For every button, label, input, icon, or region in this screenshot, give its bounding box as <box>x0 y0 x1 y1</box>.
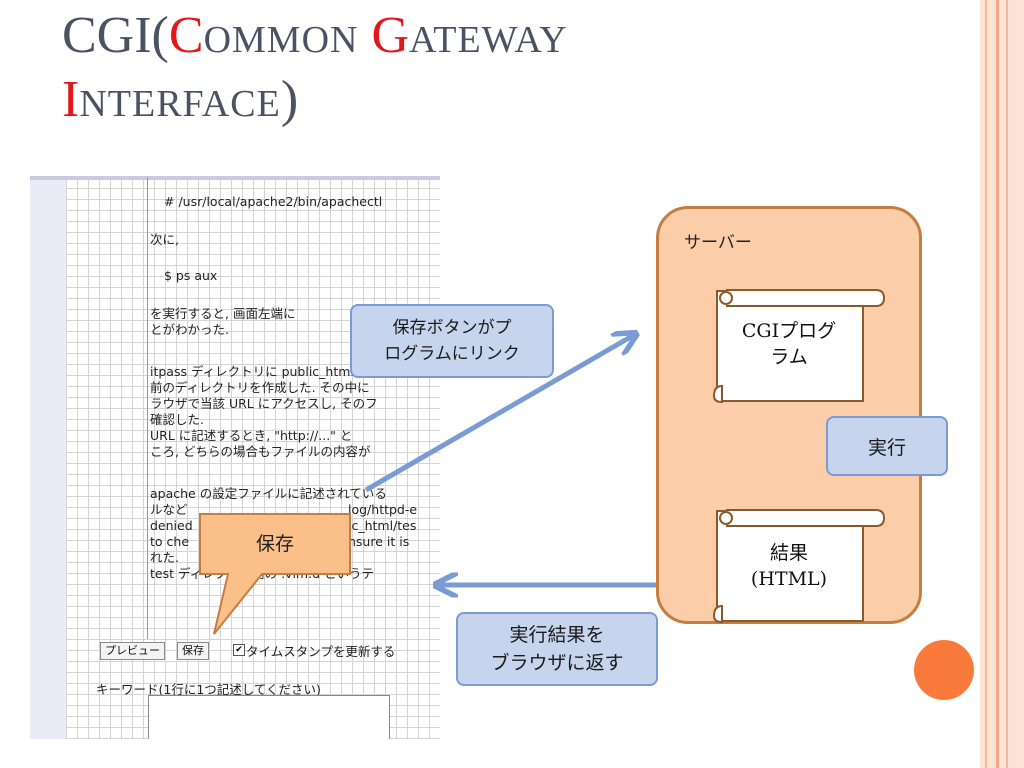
text-line: $ ps aux <box>164 268 218 283</box>
save-bubble-label: 保存 <box>255 533 294 555</box>
text-line: ラウザで当該 URL にアクセスし, そのフ <box>150 396 378 411</box>
text-line: れた. <box>150 550 179 565</box>
text-line: ic_html/tes <box>348 518 417 533</box>
result-label: 結果 (HTML) <box>750 542 828 590</box>
timestamp-label: タイムスタンプを更新する <box>246 644 396 659</box>
right-stripe-line <box>1006 0 1008 768</box>
wiki-editor-screenshot: # /usr/local/apache2/bin/apachectl 次に, $… <box>30 176 440 739</box>
return-result-callout: 実行結果を ブラウザに返す <box>456 612 658 686</box>
editor-divider <box>147 177 148 639</box>
text-line: nsure it is <box>348 534 410 549</box>
result-scroll <box>716 510 864 622</box>
server-label: サーバー <box>684 233 752 253</box>
text-line: ころ, どちらの場合もファイルの内容が <box>150 444 371 459</box>
timestamp-checkbox[interactable]: ✔ <box>233 644 245 656</box>
editor-left-band <box>30 177 66 739</box>
scroll-curl-icon <box>713 509 886 624</box>
text-line: ルなど <box>150 502 188 517</box>
text-line: log/httpd-e <box>348 502 418 517</box>
save-speech-bubble <box>199 513 351 635</box>
page-title: CGI(COMMON GATEWAY INTERFACE) <box>62 7 568 128</box>
save-link-callout: 保存ボタンがプ ログラムにリンク <box>350 304 554 378</box>
cgi-program-label: CGIプログ ラム <box>741 320 837 368</box>
text-line: apache の設定ファイルに記述されている <box>150 486 387 501</box>
right-stripe-line <box>985 0 987 768</box>
preview-button[interactable]: プレビュー <box>100 642 165 660</box>
link-arrow <box>364 335 634 493</box>
text-line: とがわかった. <box>150 322 229 337</box>
right-stripe-band <box>980 0 1024 768</box>
text-line: # /usr/local/apache2/bin/apachectl <box>164 194 383 209</box>
editor-topbar <box>30 177 440 180</box>
text-line: to che <box>150 534 190 549</box>
text-line: を実行すると, 画面左端に <box>150 306 296 321</box>
keyword-textarea[interactable] <box>148 695 390 739</box>
text-line: URL に記述するとき, "http://..." と <box>150 428 353 443</box>
right-stripe-line <box>996 0 999 768</box>
decorative-dot <box>914 640 974 700</box>
text-line: itpass ディレクトリに public_html <box>150 364 354 379</box>
keyword-label: キーワード(1行に1つ記述してください) <box>96 682 321 697</box>
execute-callout: 実行 <box>826 416 948 476</box>
text-line: 前のディレクトリを作成した. その中に <box>150 380 370 395</box>
text-line: 次に, <box>150 232 179 247</box>
text-line: denied <box>150 518 193 533</box>
save-button[interactable]: 保存 <box>177 642 209 660</box>
text-line: 確認した. <box>150 412 204 427</box>
scroll-curl-icon <box>713 289 886 404</box>
